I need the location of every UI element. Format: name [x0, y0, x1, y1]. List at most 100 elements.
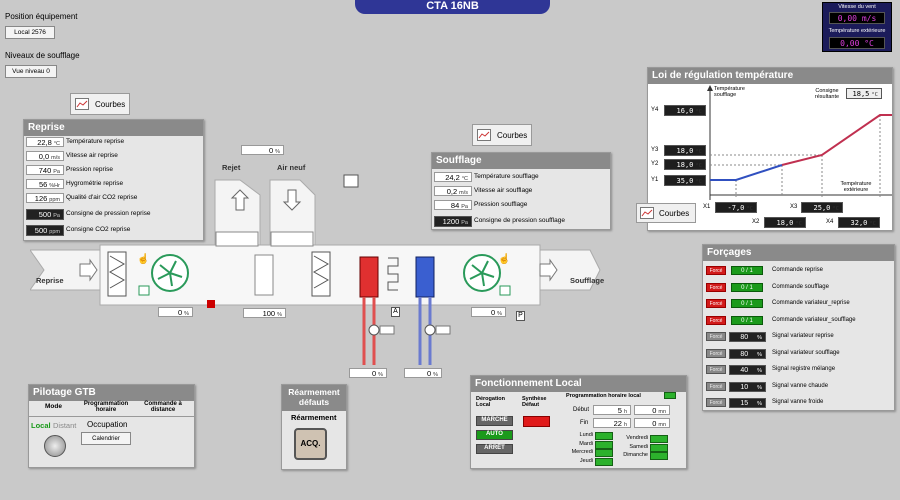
calendrier-button[interactable]: Calendrier [81, 432, 131, 445]
force-button-0[interactable]: Forcé [706, 266, 726, 275]
day-label-right-1: Samedi [629, 443, 648, 450]
force-button-2[interactable]: Forcé [706, 299, 726, 308]
force-button-6[interactable]: Forcé [706, 365, 726, 374]
day-toggle-right-1[interactable] [650, 443, 668, 452]
force-value-8: 15% [729, 398, 766, 408]
day-toggle-right-0[interactable] [650, 435, 668, 443]
day-toggle-left-1[interactable] [595, 440, 613, 449]
day-toggle-left-0[interactable] [595, 432, 613, 440]
force-button-8[interactable]: Forcé [706, 398, 726, 407]
courbes-button-reprise[interactable]: Courbes [70, 93, 130, 115]
position-button[interactable]: Local 2576 [5, 26, 55, 39]
reprise-value-number: 740 [38, 166, 52, 175]
courbes-button-regulation[interactable]: Courbes [636, 203, 696, 223]
force-value-unit: % [757, 351, 762, 358]
rearmement-title: Réarmement défauts [282, 385, 346, 411]
ext-temp-value: 0,00 °C [829, 37, 885, 49]
force-value-number: 80 [740, 350, 749, 358]
soufflage-value-number: 84 [450, 201, 460, 210]
force-button-4[interactable]: Forcé [706, 332, 726, 341]
soufflage-label-0: Température soufflage [474, 173, 539, 180]
courbes-label: Courbes [659, 209, 690, 218]
soufflage-value-unit: m/s [459, 190, 468, 196]
wind-speed-label: Vitesse du vent [838, 4, 876, 10]
day-label-left-3: Jeudi [579, 457, 593, 464]
day-toggle-left-3[interactable] [595, 457, 613, 466]
courbes-button-soufflage[interactable]: Courbes [472, 124, 532, 146]
acq-button[interactable]: ACQ. [294, 428, 327, 460]
temp-ext-axis-label: Température extérieure [840, 181, 872, 193]
y1-value: 35,0°C [664, 175, 706, 186]
chart-icon [640, 207, 654, 219]
soufflage-value-number: 0,2 [446, 187, 458, 196]
reprise-label-3: Hygrométrie reprise [66, 180, 124, 187]
reprise-label-4: Qualité d'air CO2 reprise [66, 194, 138, 201]
weather-box: Vitesse du vent 0,00 m/s Température ext… [822, 2, 892, 52]
force-label-6: Signal registre mélange [772, 366, 836, 372]
soufflage-value-number: 24,2 [445, 173, 460, 182]
label-a: A [391, 307, 400, 317]
soufflage-title: Soufflage [432, 153, 610, 169]
consigne-value: 18,5°C [846, 88, 882, 99]
soufflage-label-2: Pression soufflage [474, 201, 528, 208]
x3-value: 25,0°C [801, 202, 843, 213]
courbes-label: Courbes [497, 131, 528, 140]
force-button-5[interactable]: Forcé [706, 348, 726, 358]
reprise-label-5: Consigne de pression reprise [66, 210, 151, 217]
force-label-5: Signal variateur soufflage [772, 349, 840, 356]
vanne-froide-value: 0% [404, 368, 442, 378]
force-label-3: Commande variateur_soufflage [772, 316, 856, 323]
mode-distant[interactable]: Distant [53, 421, 77, 430]
fan-soufflage-value: 0% [471, 307, 506, 317]
force-button-3[interactable]: Forcé [706, 315, 726, 325]
air-neuf-label: Air neuf [277, 163, 306, 172]
reprise-value-unit: m/s [51, 155, 60, 161]
wind-speed-value: 0,00 m/s [829, 12, 885, 24]
marche-button[interactable]: MARCHE [476, 416, 513, 426]
reprise-value-0: 22,8°C [26, 137, 64, 147]
arret-button[interactable]: ARRÊT [476, 444, 513, 454]
svg-text:☝: ☝ [498, 252, 510, 265]
soufflage-label-3: Consigne de pression soufflage [474, 217, 565, 224]
soufflage-value-unit: Pa [461, 220, 468, 226]
soufflage-value-0: 24,2°C [434, 172, 472, 182]
mode-knob-icon[interactable] [44, 435, 66, 457]
auto-button[interactable]: AUTO [476, 430, 513, 440]
vanne-chaude-value: 0% [349, 368, 387, 378]
forcages-title: Forçages [703, 245, 894, 261]
reprise-value-number: 500 [34, 226, 48, 235]
ext-temp-label: Température extérieure [828, 28, 886, 34]
niveaux-button[interactable]: Vue niveau 0 [5, 65, 57, 78]
soufflage-value-unit: Pa [461, 204, 468, 210]
reprise-value-number: 500 [38, 210, 52, 219]
reprise-value-3: 56%Hr [26, 179, 64, 189]
pilotage-title: Pilotage GTB [29, 385, 194, 401]
fonctionnement-title: Fonctionnement Local [471, 376, 686, 392]
damper-mid-value: 100% [243, 308, 286, 318]
force-value-unit: % [757, 335, 762, 341]
reprise-flow-label: Reprise [36, 276, 64, 285]
y3-value: 18,0°C [664, 145, 706, 156]
y2-label: Y2 [651, 161, 659, 167]
y4-label: Y4 [651, 107, 659, 113]
day-toggle-left-2[interactable] [595, 449, 613, 457]
prog-indicator [664, 392, 676, 399]
derogation-label: Dérogation Local [476, 396, 506, 408]
force-value-4: 80% [729, 332, 766, 342]
reprise-value-number: 126 [34, 194, 48, 203]
mode-local[interactable]: Local [31, 421, 51, 430]
reprise-value-number: 22,8 [37, 138, 52, 147]
day-toggle-right-2[interactable] [650, 452, 668, 460]
y1-label: Y1 [651, 177, 659, 183]
rejet-label: Rejet [222, 163, 241, 172]
force-button-1[interactable]: Forcé [706, 282, 726, 292]
force-button-7[interactable]: Forcé [706, 381, 726, 391]
